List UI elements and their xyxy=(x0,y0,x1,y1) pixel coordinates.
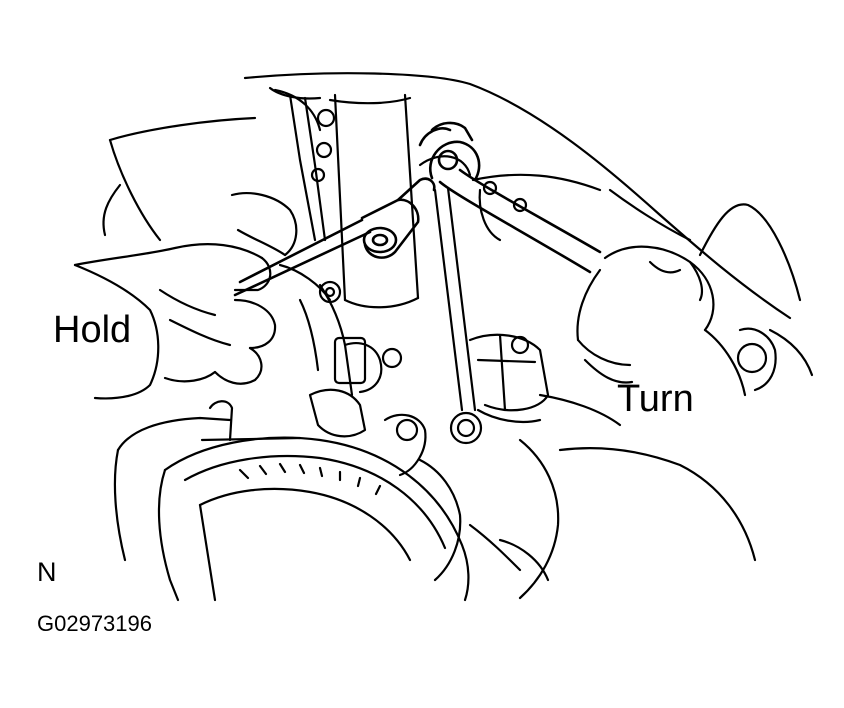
vehicle-body-outline xyxy=(102,72,802,320)
orientation-label: N xyxy=(37,557,57,587)
brake-rotor xyxy=(113,400,470,602)
caliper-bracket xyxy=(230,192,403,397)
turn-label: Turn xyxy=(617,378,694,420)
lower-body-panel xyxy=(468,327,814,582)
box-wrench xyxy=(418,121,602,274)
left-hand xyxy=(73,243,277,400)
strut-tube xyxy=(273,88,420,309)
hold-label: Hold xyxy=(53,309,132,351)
figure-code: G02973196 xyxy=(37,611,152,636)
hex-key-wrench xyxy=(233,177,436,297)
knuckle-lower-area xyxy=(308,333,622,600)
right-hand xyxy=(576,245,747,397)
stabilizer-link xyxy=(418,155,483,445)
